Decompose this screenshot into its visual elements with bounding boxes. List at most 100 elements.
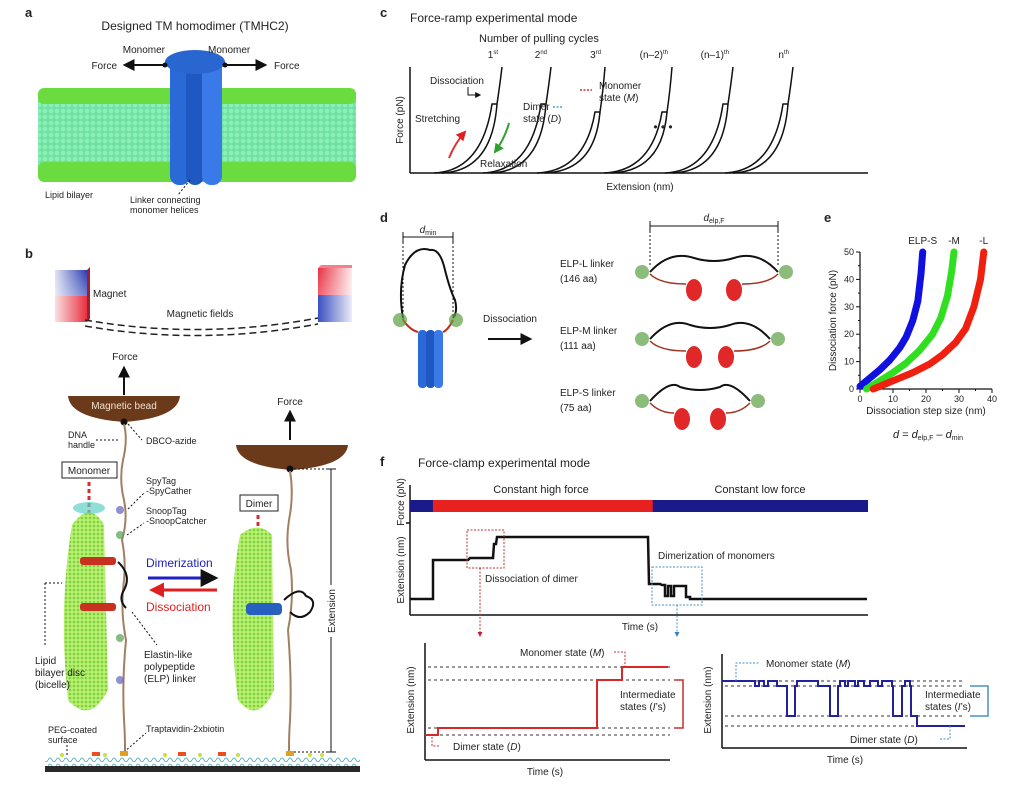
- inset-left-dimer-label: Dimer state (D): [453, 742, 521, 753]
- dissociation-highlight-box: [466, 529, 505, 569]
- cycle-label: 1st: [488, 50, 499, 61]
- dimer-box-label: Dimer: [246, 499, 273, 510]
- cycle-label: 2nd: [535, 50, 547, 61]
- inset-right-trace: [722, 680, 965, 727]
- dimer-structure: [393, 313, 463, 388]
- force-ramp-curves: [433, 66, 794, 174]
- inset-left-ylabel: Extension (nm): [406, 666, 417, 733]
- panel-f-title: Force-clamp experimental mode: [418, 456, 590, 470]
- inset-left-intermediate-bracket: [674, 679, 684, 729]
- relaxation-arrow: [493, 122, 510, 154]
- linker-name: ELP-M linker: [560, 326, 618, 337]
- linker-pointer: [177, 179, 191, 196]
- catcher-domain: [635, 265, 649, 279]
- high-force-segment: [432, 500, 653, 512]
- monomer-right-label: Monomer: [208, 45, 251, 56]
- monomer-helix: [674, 408, 690, 430]
- elp-label-1: Elastin-like: [144, 650, 193, 661]
- cycle-label: 3rd: [590, 50, 601, 61]
- e-formula: d = delp,F – dmin: [893, 429, 963, 442]
- panel-f-label: f: [380, 454, 385, 469]
- e-x-tick-label: 20: [921, 394, 931, 404]
- dimer-box: [239, 494, 279, 512]
- dimer-state-label-1: Dimer: [523, 102, 550, 113]
- c-ellipsis: • • •: [653, 120, 672, 134]
- e-series-l: [869, 248, 988, 393]
- relaxation-annotation: Relaxation: [480, 159, 527, 170]
- elp-label-3: (ELP) linker: [144, 674, 197, 685]
- snooptag-label-1: SnoopTag: [146, 506, 187, 516]
- catcher-domain: [635, 332, 649, 346]
- elp-linker-chain: [649, 321, 771, 340]
- panel-a-title: Designed TM homodimer (TMHC2): [101, 19, 288, 33]
- relaxation-curve: [441, 103, 498, 174]
- dissociation-label: Dissociation: [146, 600, 211, 614]
- force-label-right: Force: [277, 397, 303, 408]
- inset-dimerization: Extension (nm) Time (s) Monomer state (M…: [703, 654, 989, 766]
- catcher-domain: [751, 394, 765, 408]
- lipid-bicelle-left: [63, 512, 108, 711]
- elp-linker-left: [117, 561, 128, 609]
- e-series-m: [863, 248, 958, 393]
- inset-right-xlabel: Time (s): [827, 755, 863, 766]
- e-series-elp-s: [856, 248, 927, 390]
- lipid-disc-label-1: Lipid: [35, 656, 56, 667]
- monomer-helix: [686, 346, 702, 368]
- stretching-annotation: Stretching: [415, 114, 460, 125]
- monomer-helix: [726, 279, 742, 301]
- stretching-curve: [536, 66, 606, 174]
- extension-label: Extension: [327, 589, 338, 633]
- spytag-label-1: SpyTag: [146, 476, 176, 486]
- relaxation-curve: [672, 103, 729, 174]
- spytag-label-2: -SpyCather: [146, 486, 192, 496]
- f-ext-ylabel: Extension (nm): [396, 536, 407, 603]
- monomer-helix-1: [80, 557, 116, 565]
- stretching-curve: [433, 66, 503, 174]
- relaxation-curve: [732, 103, 789, 174]
- linker-length: (146 aa): [560, 274, 597, 285]
- inset-right-monomer-label: Monomer state (M): [766, 659, 851, 670]
- linker-length: (75 aa): [560, 403, 592, 414]
- catcher-domain: [771, 332, 785, 346]
- monomer-state-label-1: Monomer: [599, 81, 642, 92]
- magnet-right: [318, 265, 352, 322]
- elp-loop-dimer: [399, 248, 458, 319]
- panel-f: f Force-clamp experimental mode Force (p…: [380, 454, 989, 778]
- peg-label-1: PEG-coated: [48, 725, 97, 735]
- e-x-tick-label: 10: [888, 394, 898, 404]
- dimerization-of-monomers-label: Dimerization of monomers: [658, 551, 775, 562]
- extension-trace: [410, 535, 867, 601]
- linker-name: ELP-L linker: [560, 259, 615, 270]
- elp-label-2: polypeptide: [144, 662, 196, 673]
- dna-handle-right: [286, 470, 293, 769]
- tm-homodimer-helices: [165, 50, 225, 185]
- monomer-box: [61, 461, 118, 479]
- linker-rows: ELP-L linker (146 aa) ELP-M linker (111 aa)…: [560, 254, 793, 430]
- magnetic-bead-label: Magnetic bead: [91, 401, 157, 412]
- inset-left-trace: [425, 666, 668, 736]
- stretching-arrow: [448, 130, 467, 159]
- panel-a: a Designed TM homodimer (TMHC2) Monomer …: [25, 5, 356, 215]
- monomer-left-label: Monomer: [123, 45, 166, 56]
- peg-label-2: surface: [48, 735, 78, 745]
- glass-surface: [45, 766, 360, 772]
- delp-label: delp,F: [703, 213, 724, 225]
- elp-linker-right: [283, 590, 315, 618]
- linker-length: (111 aa): [560, 341, 596, 352]
- magnetic-field-line-1: [84, 317, 319, 331]
- force-left-label: Force: [91, 61, 117, 72]
- magnetic-bead-left: [68, 396, 180, 422]
- dimer-state-label-2: state (D): [523, 114, 561, 125]
- panel-b: b Magnet Magnetic fields Force Magnetic …: [25, 246, 360, 772]
- stretching-curve: [664, 66, 734, 174]
- e-y-tick-label: 20: [844, 329, 854, 339]
- dmin-label: dmin: [420, 225, 437, 237]
- monomer-helix-2: [80, 603, 116, 611]
- dna-handle-left: [120, 423, 128, 769]
- relaxation-curve: [490, 103, 547, 174]
- magnet-label: Magnet: [93, 289, 127, 300]
- monomer-box-label: Monomer: [68, 466, 111, 477]
- cycle-label: (n–2)th: [640, 50, 668, 61]
